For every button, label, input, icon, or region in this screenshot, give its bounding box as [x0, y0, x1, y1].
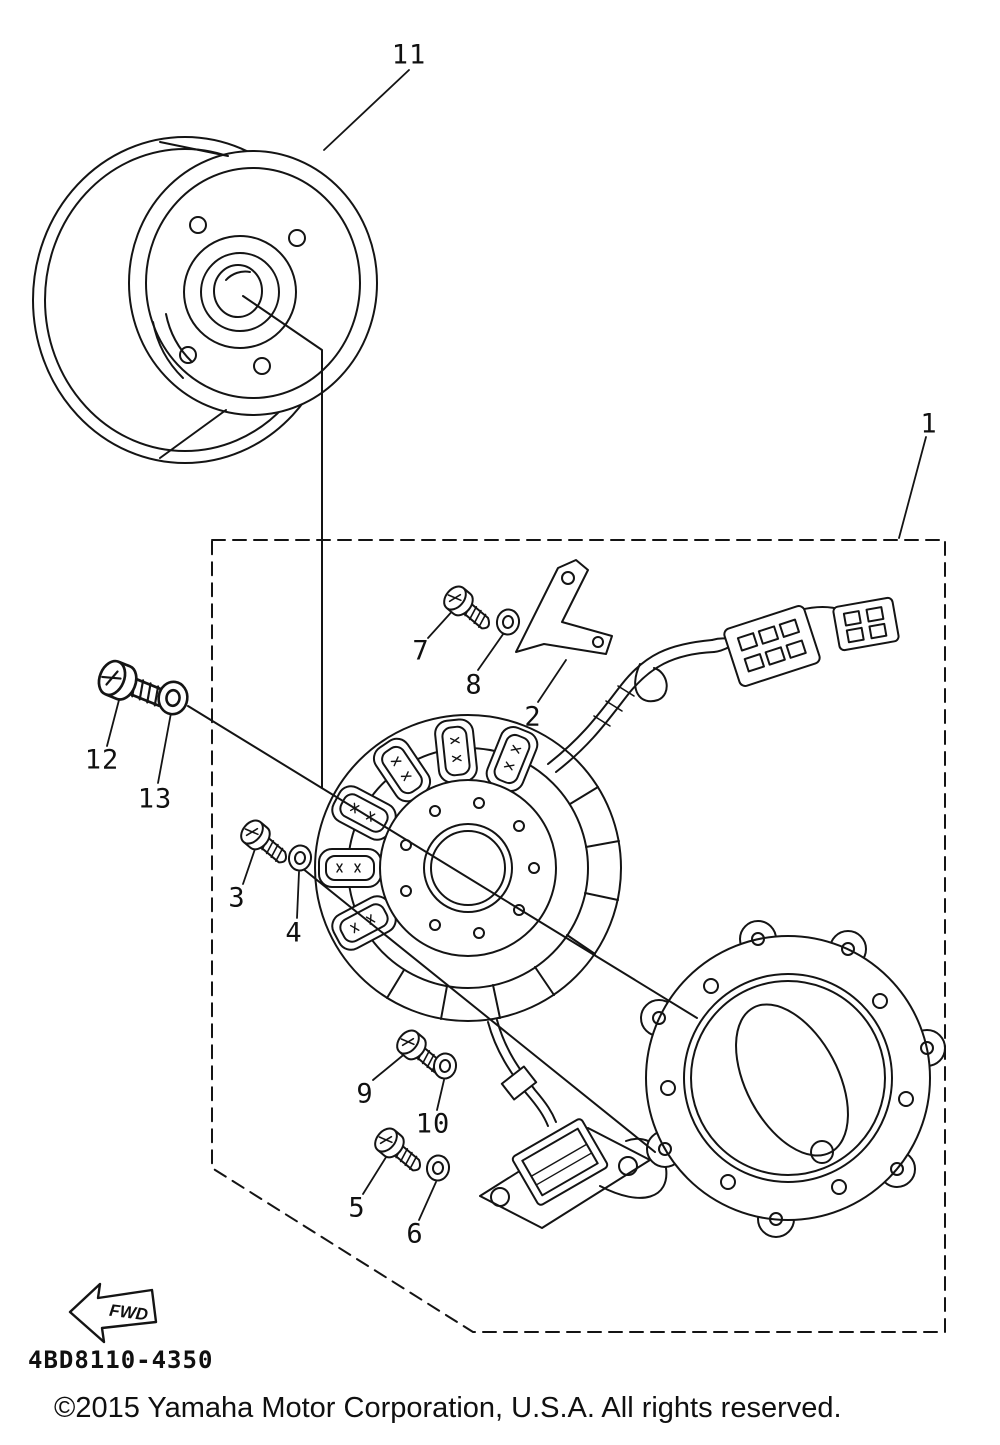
- callout-10: 10: [415, 1108, 451, 1140]
- parts-boundary-box: [211, 539, 946, 1333]
- flywheel-rotor: [32, 136, 378, 464]
- washer-13: [155, 678, 191, 718]
- alignment-lines: [187, 295, 698, 1153]
- callout-9: 9: [356, 1078, 374, 1110]
- pickup-coil-unit: [479, 1118, 668, 1229]
- callout-7: 7: [412, 635, 430, 667]
- callout-13: 13: [137, 783, 173, 815]
- washer-4: [286, 843, 314, 873]
- copyright-notice: ©2015 Yamaha Motor Corporation, U.S.A. A…: [54, 1392, 842, 1424]
- stator-assembly: [314, 714, 622, 1022]
- pickup-lead-wire: [487, 1019, 557, 1127]
- crankcase-cover: [640, 920, 946, 1238]
- callout-12: 12: [84, 744, 120, 776]
- connector-a: [723, 605, 821, 687]
- screw-3: [235, 815, 295, 871]
- fwd-label: FWD: [108, 1301, 149, 1325]
- fwd-arrow: FWD: [68, 1282, 158, 1344]
- diagram-part-code: 4BD8110-4350: [28, 1346, 214, 1374]
- callout-leader-lines: [106, 69, 927, 1221]
- callout-6: 6: [406, 1218, 424, 1250]
- callout-4: 4: [285, 917, 303, 949]
- callout-2: 2: [524, 701, 542, 733]
- washer-6: [424, 1153, 452, 1183]
- callout-11: 11: [391, 39, 427, 71]
- callout-8: 8: [465, 669, 483, 701]
- callout-3: 3: [228, 882, 246, 914]
- washer-8: [494, 607, 522, 637]
- harness-bracket: [515, 559, 613, 655]
- screw-7: [438, 581, 498, 637]
- washer-10: [431, 1051, 459, 1081]
- callout-1: 1: [920, 408, 938, 440]
- wire-harness: [547, 596, 900, 773]
- callout-5: 5: [348, 1192, 366, 1224]
- connector-b: [832, 596, 900, 652]
